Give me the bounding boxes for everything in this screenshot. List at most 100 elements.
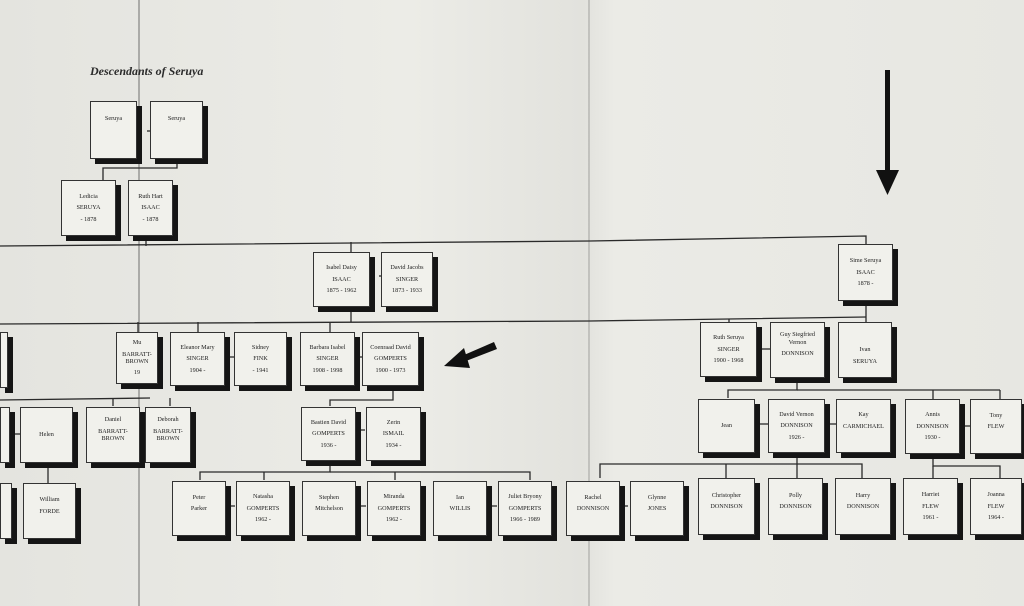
person-line: DONNISON xyxy=(781,350,814,358)
person-line: Guy Siegfried Vernon xyxy=(780,331,815,346)
person-line: Barbara Isabel xyxy=(309,343,346,351)
person-line: Seruya xyxy=(167,115,186,123)
person-line: FLEW xyxy=(987,502,1005,510)
person-line: 1961 - xyxy=(922,514,939,522)
person-line: 1962 - xyxy=(386,516,402,524)
person-line: Mu xyxy=(132,339,142,347)
person-line: David Vernon xyxy=(779,410,814,418)
person-line: DONNISON xyxy=(779,503,812,510)
person-line: 1962 - xyxy=(255,516,271,524)
person-line: DONNISON xyxy=(576,505,610,512)
person-line: DONNISON xyxy=(916,422,949,430)
person-line: 1904 - xyxy=(189,366,206,374)
person-line: ISMAIL xyxy=(382,430,405,438)
person-line: 1930 - xyxy=(924,434,941,442)
person-line: SINGER xyxy=(316,355,339,363)
paper-fold-center xyxy=(588,0,590,606)
person-line: SINGER xyxy=(186,355,209,363)
person-line: ISAAC xyxy=(141,204,160,212)
person-line: Ruth Hart xyxy=(138,192,163,200)
person-line: Juliet Bryony xyxy=(508,493,542,501)
person-line: Jean xyxy=(721,422,732,430)
person-line: Parker xyxy=(190,505,208,512)
person-line: Deborah xyxy=(157,416,179,424)
person-line: 1934 - xyxy=(385,441,402,449)
person-line: Ledicia xyxy=(79,192,98,200)
person-line: Stephen xyxy=(319,493,339,501)
person-line: 1873 - 1933 xyxy=(392,287,422,295)
person-line: WILLIS xyxy=(449,505,471,512)
arrow-left-icon xyxy=(444,342,497,368)
person-line: ISAAC xyxy=(856,268,875,276)
person-line: JONES xyxy=(647,505,667,512)
person-line: 1900 - 1968 xyxy=(713,357,744,365)
person-line: 1908 - 1998 xyxy=(312,366,343,374)
person-line: Eleanor Mary xyxy=(180,343,215,351)
person-box-leftw2 xyxy=(0,483,12,539)
person-line: Annis xyxy=(925,411,940,419)
person-line: Seruya xyxy=(104,115,123,123)
person-line: FORDE xyxy=(39,507,60,515)
person-line: ISAAC xyxy=(332,275,351,283)
person-line: Glynne xyxy=(647,493,667,501)
person-line: William xyxy=(39,496,60,504)
person-line: 1878 - xyxy=(857,280,874,288)
person-line: Kay xyxy=(858,411,869,419)
person-line: 1936 - xyxy=(320,441,337,449)
person-line: DONNISON xyxy=(846,503,880,510)
person-line: DONNISON xyxy=(780,422,813,430)
person-line: Harriet xyxy=(921,491,940,499)
person-line: SERUYA xyxy=(76,204,101,212)
person-box-leftw1 xyxy=(0,407,10,463)
person-line: BARRATT-BROWN xyxy=(98,427,128,443)
person-line: 1926 - xyxy=(788,433,805,441)
arrow-down-icon xyxy=(876,70,899,195)
person-line: Helen xyxy=(39,431,54,439)
person-line: David Jacobs xyxy=(390,264,424,272)
person-line: Harry xyxy=(855,491,871,499)
person-line: Peter xyxy=(192,493,206,501)
person-line: Sidney xyxy=(251,343,270,351)
person-line: SINGER xyxy=(717,345,740,353)
person-line: FINK xyxy=(253,355,268,363)
person-line: - 1878 xyxy=(80,215,97,223)
person-line: FLEW xyxy=(922,502,939,510)
person-box-seruya2: Seruya xyxy=(150,101,203,159)
person-line: BARRATT-BROWN xyxy=(153,427,183,443)
paper-fold-left xyxy=(138,0,140,606)
person-line: Polly xyxy=(788,491,803,499)
person-box-jean: Jean xyxy=(698,399,755,453)
person-line: Zerin xyxy=(386,418,401,426)
person-line: GOMPERTS xyxy=(246,504,280,512)
person-line: Bastien David xyxy=(310,418,347,426)
person-line: 1875 - 1962 xyxy=(326,287,357,295)
person-line: - 1878 xyxy=(142,215,159,223)
person-line: 1900 - 1973 xyxy=(375,366,406,374)
person-line: SINGER xyxy=(395,275,419,283)
person-line: Joanna xyxy=(987,491,1005,499)
person-line: Natasha xyxy=(253,493,273,501)
person-line: Sime Seruya xyxy=(849,257,882,265)
